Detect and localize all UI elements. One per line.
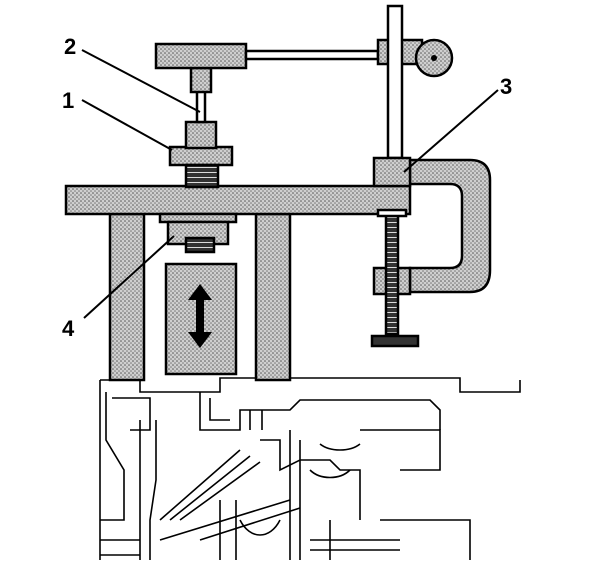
callout-3: 3 (500, 74, 512, 99)
c-clamp (408, 158, 492, 294)
gauge-arm (244, 49, 380, 61)
gauge-head (154, 42, 248, 70)
clamp-screw-pad (376, 208, 408, 218)
gauge-plunger (195, 88, 207, 124)
upper-thread (184, 163, 220, 189)
left-leg (108, 212, 146, 382)
spindle-top (184, 120, 218, 150)
callout-4: 4 (62, 316, 75, 341)
callout-1: 1 (62, 88, 74, 113)
callout-2: 2 (64, 34, 76, 59)
leader-lines (81, 49, 499, 319)
clamp-screw-handle (370, 334, 420, 348)
stand-post (386, 4, 404, 160)
adapter-thread (184, 236, 216, 254)
bridge-plate (64, 184, 412, 216)
right-leg (254, 212, 292, 382)
lower-housing (99, 377, 521, 560)
up-down-arrow-icon (188, 284, 212, 348)
clamp-screw (384, 212, 400, 336)
gauge-stem (189, 66, 213, 94)
upper-nut (168, 145, 234, 167)
